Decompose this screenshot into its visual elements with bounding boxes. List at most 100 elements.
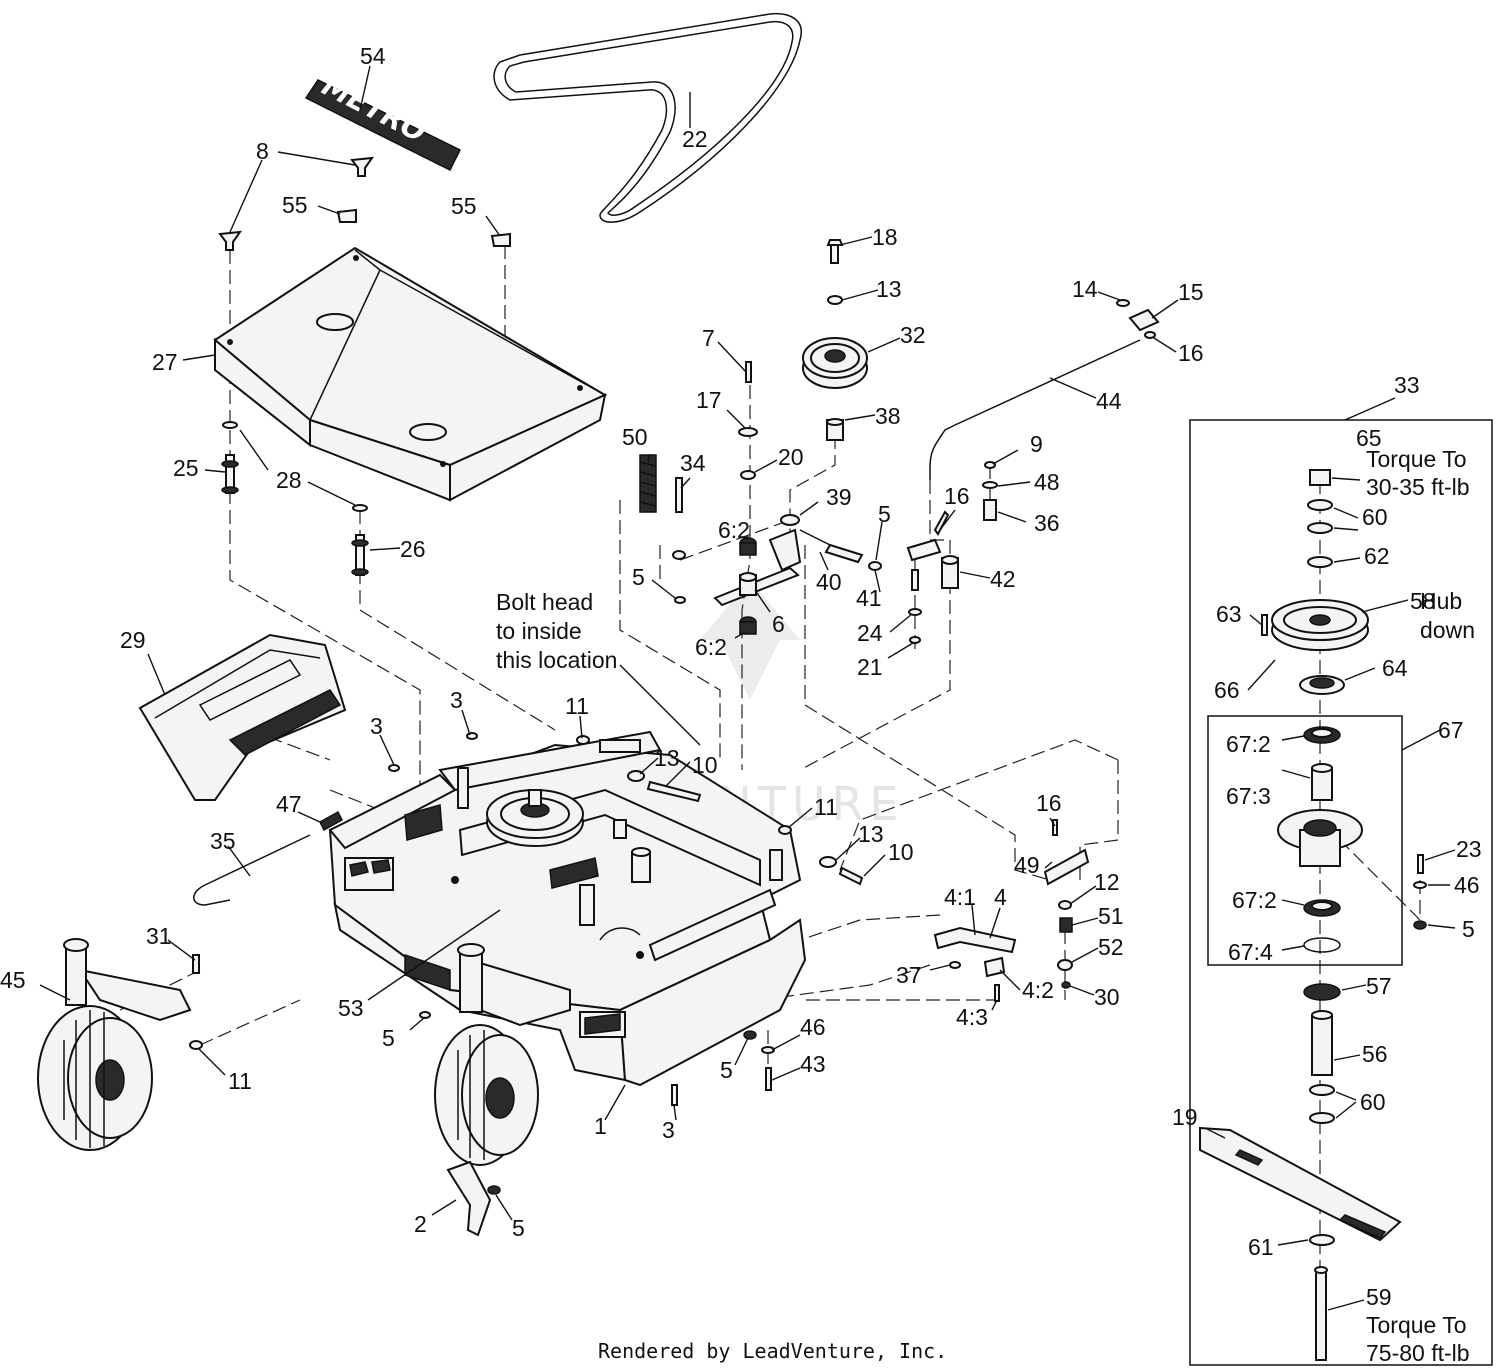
note-torque-top-line1: Torque To [1366, 446, 1467, 472]
callout-67-2: 67:2 [1226, 731, 1271, 757]
callout-54: 54 [360, 43, 386, 69]
callout-6: 6 [772, 611, 785, 637]
callout-16: 16 [1036, 790, 1062, 816]
note-torque-bottom-line2: 75-80 ft-lb [1366, 1340, 1470, 1366]
callout-39: 39 [826, 484, 852, 510]
callout-43: 43 [800, 1051, 826, 1077]
notes: Bolt head to inside this location Torque… [496, 446, 1475, 1366]
callout-46: 46 [1454, 872, 1480, 898]
callout-10: 10 [888, 839, 914, 865]
callout-47: 47 [276, 791, 302, 817]
callout-5: 5 [512, 1215, 525, 1241]
callout-13: 13 [654, 745, 680, 771]
callout-60: 60 [1360, 1089, 1386, 1115]
deck-bolts [388, 732, 864, 886]
assembly-lines [119, 245, 1421, 1345]
callout-66: 66 [1214, 677, 1240, 703]
callout-labels: 54 22 8 55 55 27 25 28 26 18 13 32 38 7 … [0, 43, 1482, 1310]
callout-29: 29 [120, 627, 146, 653]
note-torque-top-line2: 30-35 ft-lb [1366, 474, 1470, 500]
note-torque-bottom-line1: Torque To [1366, 1312, 1467, 1338]
bolt-stack [738, 361, 758, 480]
belt-cover [213, 246, 608, 502]
callout-10: 10 [692, 752, 718, 778]
callout-3: 3 [662, 1117, 675, 1143]
callout-6-2: 6:2 [695, 634, 727, 660]
callout-17: 17 [696, 387, 722, 413]
callout-26: 26 [400, 536, 426, 562]
mower-deck [328, 730, 807, 1087]
callout-8: 8 [256, 138, 269, 164]
callout-51: 51 [1098, 903, 1124, 929]
callout-59: 59 [1366, 1284, 1392, 1310]
callout-1: 1 [594, 1113, 607, 1139]
callout-5: 5 [632, 564, 645, 590]
callout-41: 41 [856, 585, 882, 611]
callout-57: 57 [1366, 973, 1392, 999]
discharge-chute [138, 633, 347, 801]
callout-33: 33 [1394, 372, 1420, 398]
callout-28: 28 [276, 467, 302, 493]
callout-38: 38 [875, 403, 901, 429]
note-hub-line2: down [1420, 617, 1475, 643]
callout-55: 55 [282, 192, 308, 218]
spindle-assembly [1189, 419, 1493, 1366]
control-rod [929, 299, 1160, 480]
callout-64: 64 [1382, 655, 1408, 681]
callout-9: 9 [1030, 431, 1043, 457]
callout-50: 50 [622, 424, 648, 450]
tension-linkage [768, 514, 882, 572]
callout-56: 56 [1362, 1041, 1388, 1067]
rod-bracket [906, 461, 998, 644]
callout-37: 37 [896, 962, 922, 988]
callout-18: 18 [872, 224, 898, 250]
note-hub-line1: Hub [1420, 588, 1462, 614]
callout-49: 49 [1014, 852, 1040, 878]
callout-67-2: 67:2 [1232, 887, 1277, 913]
callout-6-2: 6:2 [718, 517, 750, 543]
callout-35: 35 [210, 828, 236, 854]
callout-5: 5 [1462, 916, 1475, 942]
callout-7: 7 [702, 325, 715, 351]
callout-32: 32 [900, 322, 926, 348]
drive-belt [493, 12, 803, 223]
callout-25: 25 [173, 455, 199, 481]
callout-46: 46 [800, 1014, 826, 1040]
callout-21: 21 [857, 654, 883, 680]
deflector [446, 1160, 501, 1237]
left-caster-wheel [37, 938, 192, 1151]
idler-pulley [802, 239, 868, 441]
callout-62: 62 [1364, 543, 1390, 569]
callout-34: 34 [680, 450, 706, 476]
callout-2: 2 [414, 1211, 427, 1237]
height-link [933, 926, 1017, 1002]
note-bolt-head-line2: to inside [496, 618, 582, 644]
callout-55: 55 [451, 193, 477, 219]
callout-20: 20 [778, 444, 804, 470]
callout-52: 52 [1098, 934, 1124, 960]
callout-4-1: 4:1 [944, 884, 976, 910]
callout-13: 13 [876, 276, 902, 302]
callout-4: 4 [994, 884, 1007, 910]
callout-15: 15 [1178, 279, 1204, 305]
callout-16: 16 [944, 483, 970, 509]
callout-5: 5 [382, 1025, 395, 1051]
callout-27: 27 [152, 349, 178, 375]
callout-44: 44 [1096, 388, 1122, 414]
cover-spacers [221, 421, 369, 576]
callout-60: 60 [1362, 504, 1388, 530]
callout-45: 45 [0, 967, 26, 993]
callout-40: 40 [816, 569, 842, 595]
idler-arm [713, 537, 800, 635]
height-adjust-parts [1043, 819, 1090, 989]
callout-19: 19 [1172, 1104, 1198, 1130]
right-caster-wheel [434, 943, 571, 1166]
callout-67: 67 [1438, 717, 1464, 743]
pivot-hardware [672, 477, 686, 604]
callout-11: 11 [228, 1068, 252, 1094]
callout-53: 53 [338, 995, 364, 1021]
callout-11: 11 [565, 693, 589, 719]
leader-lines [39, 65, 1456, 1311]
callout-4-3: 4:3 [956, 1004, 988, 1030]
